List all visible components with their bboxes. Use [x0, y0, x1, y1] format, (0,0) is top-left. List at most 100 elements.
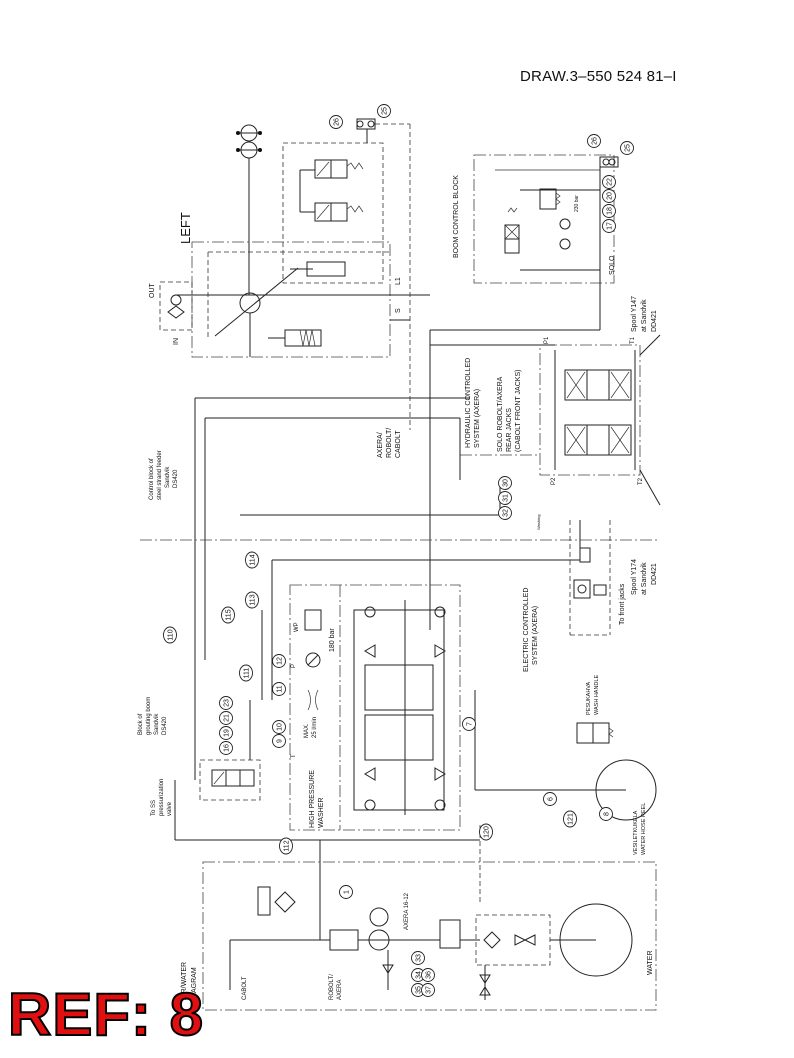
- pressure-230: 230 bar: [574, 195, 580, 212]
- callout-number: 20: [607, 192, 614, 200]
- pipe-runs: [140, 397, 660, 940]
- l1-label: L1: [395, 277, 402, 285]
- to-ss-3: valve: [167, 801, 173, 816]
- callout-number: 11: [277, 685, 284, 692]
- solo-robolt-1: SOLO ROBOLT/AXERA: [497, 376, 504, 452]
- control-4: DS420: [173, 469, 179, 488]
- callout-bubble: 25: [620, 141, 634, 155]
- port-p1: P1: [544, 336, 550, 344]
- callout-bubble: 33: [411, 951, 425, 965]
- axera-3: CABOLT: [395, 430, 402, 458]
- left-title: LEFT: [178, 212, 193, 244]
- electric-1: ELECTRIC CONTROLLED: [523, 588, 530, 672]
- callout-number: 113: [250, 594, 257, 605]
- callout-bubble: 16: [219, 741, 233, 755]
- callout-number: 16: [224, 744, 231, 752]
- callout-bubble: 111: [239, 664, 253, 682]
- callout-bubble: 11: [272, 682, 286, 696]
- callout-bubble: 26: [329, 115, 343, 129]
- hydraulic-label-2: SYSTEM (AXERA): [474, 389, 481, 448]
- callout-number: 30: [503, 479, 510, 487]
- s-label: S: [395, 308, 402, 313]
- air-water-diagram: [202, 861, 657, 1011]
- axera-1: AXERA/: [377, 432, 384, 458]
- callout-number: 25: [625, 144, 632, 152]
- callout-number: 36: [426, 971, 433, 979]
- callout-bubble: 21: [219, 711, 233, 725]
- callout-bubble: 121: [563, 810, 577, 828]
- callout-bubble: 20: [602, 189, 616, 203]
- hydraulic-controlled-system: [430, 334, 661, 506]
- callout-number: 121: [568, 813, 575, 825]
- callout-bubble: 12: [272, 654, 286, 668]
- at-sandvik-1: at Sandvik: [641, 299, 648, 332]
- callout-bubble: 32: [498, 506, 512, 520]
- callout-number: 26: [592, 137, 599, 145]
- callout-bubble: 36: [421, 968, 435, 982]
- callout-bubble: 112: [279, 837, 293, 855]
- callout-number: 26: [334, 118, 341, 126]
- callout-bubble: 10: [272, 720, 286, 734]
- air-water-1: AIR/WATER: [181, 962, 188, 1000]
- solo-robolt-2: REAR JACKS: [506, 408, 513, 452]
- high-pressure-washer: [289, 584, 461, 831]
- block-2: grouting boom: [146, 697, 152, 735]
- max-label: MAX.: [304, 723, 310, 738]
- dd421-1: DD421: [651, 310, 658, 332]
- callout-bubble: 22: [602, 175, 616, 189]
- callout-bubble: 26: [587, 134, 601, 148]
- callout-number: 35: [416, 986, 423, 994]
- port-t: T: [291, 754, 297, 758]
- left-unit: [159, 118, 430, 430]
- labels: LEFT IN OUT L1 S BOOM CONTROL BLOCK 230 …: [138, 175, 658, 1000]
- hp-washer-2: WASHER: [318, 798, 325, 828]
- max-flow: 25 l/min: [312, 717, 318, 738]
- callout-number: 18: [607, 207, 614, 215]
- callout-bubble: 115: [221, 606, 235, 624]
- block-4: DS420: [162, 716, 168, 735]
- control-2: steel strand feeder: [157, 450, 163, 500]
- dd421-2: DD421: [651, 563, 658, 585]
- callout-number: 110: [168, 629, 175, 640]
- front-jacks: To front jacks: [619, 583, 626, 625]
- callout-number: 114: [250, 554, 257, 565]
- callout-bubbles: 2625262517182022110115113114111121110971…: [163, 104, 634, 997]
- spool-y174: Spool Y174: [631, 559, 638, 595]
- callout-number: 10: [277, 723, 284, 731]
- callout-bubble: 30: [498, 476, 512, 490]
- out-label: OUT: [149, 283, 156, 299]
- control-3: Sandvik: [165, 466, 171, 488]
- callout-bubble: 31: [498, 491, 512, 505]
- washing-label: Washing: [536, 515, 541, 530]
- callout-bubble: 25: [377, 104, 391, 118]
- callout-number: 37: [426, 986, 433, 994]
- solo-label: SOLO: [609, 255, 616, 275]
- callout-bubble: 18: [602, 204, 616, 218]
- callout-number: 19: [224, 729, 231, 737]
- left-valves: [199, 722, 657, 821]
- to-ss-1: To SS: [151, 800, 157, 816]
- drawing-number: DRAW.3–550 524 81–I: [520, 68, 677, 85]
- robolt-2: AXERA: [337, 980, 343, 1000]
- hydraulic-label-1: HYDRAULIC CONTROLLED: [465, 358, 472, 448]
- callout-bubble: 113: [245, 591, 259, 609]
- electric-2: SYSTEM (AXERA): [532, 606, 539, 665]
- hp-washer-1: HIGH PRESSURE: [309, 770, 316, 828]
- callout-bubble: 37: [421, 983, 435, 997]
- port-p2: P2: [551, 477, 557, 485]
- solo-robolt-3: (CABOLT FRONT JACKS): [515, 370, 522, 452]
- boom-block-label: BOOM CONTROL BLOCK: [453, 175, 460, 258]
- spool-y147: Spool Y147: [631, 296, 638, 332]
- callout-bubble: 120: [479, 823, 493, 841]
- cabolt-label: CABOLT: [242, 976, 248, 1000]
- callout-number: 31: [503, 494, 510, 502]
- callout-number: 112: [284, 840, 291, 851]
- callout-bubble: 1: [339, 885, 353, 899]
- callout-bubble: 8: [599, 807, 613, 821]
- callout-number: 12: [277, 657, 284, 665]
- callout-number: 21: [224, 714, 231, 722]
- callout-number: 33: [416, 954, 423, 962]
- callout-number: 17: [607, 222, 614, 230]
- callout-number: 115: [226, 609, 233, 620]
